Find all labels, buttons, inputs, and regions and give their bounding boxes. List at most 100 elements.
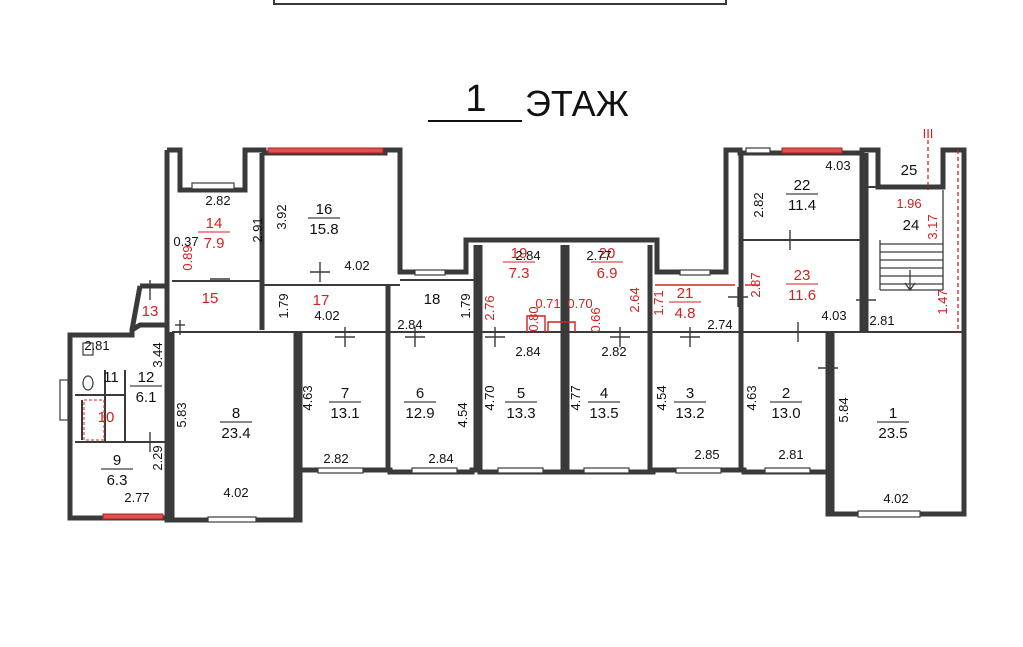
room-area-9: 6.3 [107,472,128,489]
room-number-10: 10 [98,409,115,426]
room-number-6: 6 [416,385,424,402]
dimension-label: 0.80 [526,306,541,331]
room-number-17: 17 [313,292,330,309]
dimension-label: 2.64 [627,287,642,312]
room-number-18: 18 [424,291,441,308]
dimension-label: 2.82 [751,192,766,217]
room-number-15: 15 [202,290,219,307]
room-number-11: 11 [103,369,119,386]
dimension-label: 2.91 [250,217,265,242]
dimension-label: 2.87 [748,272,763,297]
room-number-13: 13 [142,303,159,320]
dimension-label: 4.02 [314,308,339,323]
floor-number: 1 [465,78,486,120]
room-number-22: 22 [794,177,811,194]
interior-walls [75,153,965,520]
dimension-label: 2.76 [482,295,497,320]
dimension-label: 0.70 [567,296,592,311]
annex-diagonal [129,285,143,331]
dimension-label: 5.84 [836,397,851,422]
dimension-label: 2.29 [150,445,165,470]
room-number-12: 12 [138,369,155,386]
dimension-label: 2.81 [869,313,894,328]
dimension-label: 2.85 [694,447,719,462]
stair-section-mark: III [923,126,934,141]
dimension-label: 2.82 [601,344,626,359]
red-partitions [526,284,760,332]
dimension-label: 3.92 [274,204,289,229]
room-number-5: 5 [517,385,525,402]
room-area-12: 6.1 [136,389,157,406]
room-number-9: 9 [113,452,121,469]
dimension-label: 4.03 [821,308,846,323]
dimension-label: 3.44 [150,342,165,367]
dimension-label: 4.03 [825,158,850,173]
dimension-label: 1.71 [651,290,666,315]
windows [59,147,921,523]
dimension-label: 4.63 [300,385,315,410]
door-marks [140,230,876,452]
room-number-20: 20 [599,245,616,262]
dimension-label: 2.84 [397,317,422,332]
room-number-3: 3 [686,385,694,402]
room-number-4: 4 [600,385,608,402]
room-area-22: 11.4 [788,197,816,214]
dimension-label: 2.84 [428,451,453,466]
dimension-label: 1.47 [935,289,950,314]
room-number-7: 7 [341,385,349,402]
room-area-21: 4.8 [675,305,696,322]
room-area-4: 13.5 [589,405,618,422]
room-number-16: 16 [316,201,333,218]
room-area-6: 12.9 [405,405,434,422]
room-area-20: 6.9 [597,265,618,282]
dimension-label: 4.02 [223,485,248,500]
dimension-label: 5.83 [174,402,189,427]
room-number-21: 21 [677,285,694,302]
header-frame [273,0,727,5]
room-area-2: 13.0 [771,405,800,422]
dimension-label: 4.54 [455,402,470,427]
dimension-label: 0.66 [588,307,603,332]
dimension-label: 4.77 [568,385,583,410]
dimension-label: 2.84 [515,344,540,359]
room-area-8: 23.4 [221,425,250,442]
dimension-label: 0.71 [535,296,560,311]
room-area-19: 7.3 [509,265,530,282]
dimension-label: 2.84 [515,248,540,263]
dimension-label: 4.02 [344,258,369,273]
dimension-label: 2.74 [707,317,732,332]
dimension-label: 4.63 [744,385,759,410]
room-number-8: 8 [232,405,240,422]
outer-wall [167,147,967,333]
room-number-1: 1 [889,405,897,422]
dimension-label: 4.54 [654,385,669,410]
dimension-label: 2.82 [323,451,348,466]
dimension-label: 2.81 [84,338,109,353]
room-number-19: 19 [511,245,528,262]
room-area-1: 23.5 [878,425,907,442]
dimension-label: 0.37 [173,234,198,249]
room-area-3: 13.2 [675,405,704,422]
staircase [879,190,944,292]
dimension-label: 4.02 [883,491,908,506]
room-area-7: 13.1 [330,405,359,422]
room-number-2: 2 [782,385,790,402]
room-area-16: 15.8 [309,221,338,238]
room-number-24: 24 [903,217,920,234]
dimension-label: 4.70 [482,385,497,410]
dimension-label: 1.79 [458,293,473,318]
room-area-23: 11.6 [788,287,816,304]
dimension-label: 1.96 [896,196,921,211]
dimension-label: 2.77 [124,490,149,505]
room-area-14: 7.9 [204,235,225,252]
room-number-14: 14 [206,215,223,232]
dimension-label: 2.77 [586,248,611,263]
room-number-25: 25 [901,162,918,179]
outer-wall-west-annex [67,322,167,521]
dimension-label: 0.89 [180,245,195,270]
stair-cut-line [927,140,959,333]
room-area-5: 13.3 [506,405,535,422]
toilet-icon [82,342,94,391]
dimension-label: 3.17 [925,214,940,239]
